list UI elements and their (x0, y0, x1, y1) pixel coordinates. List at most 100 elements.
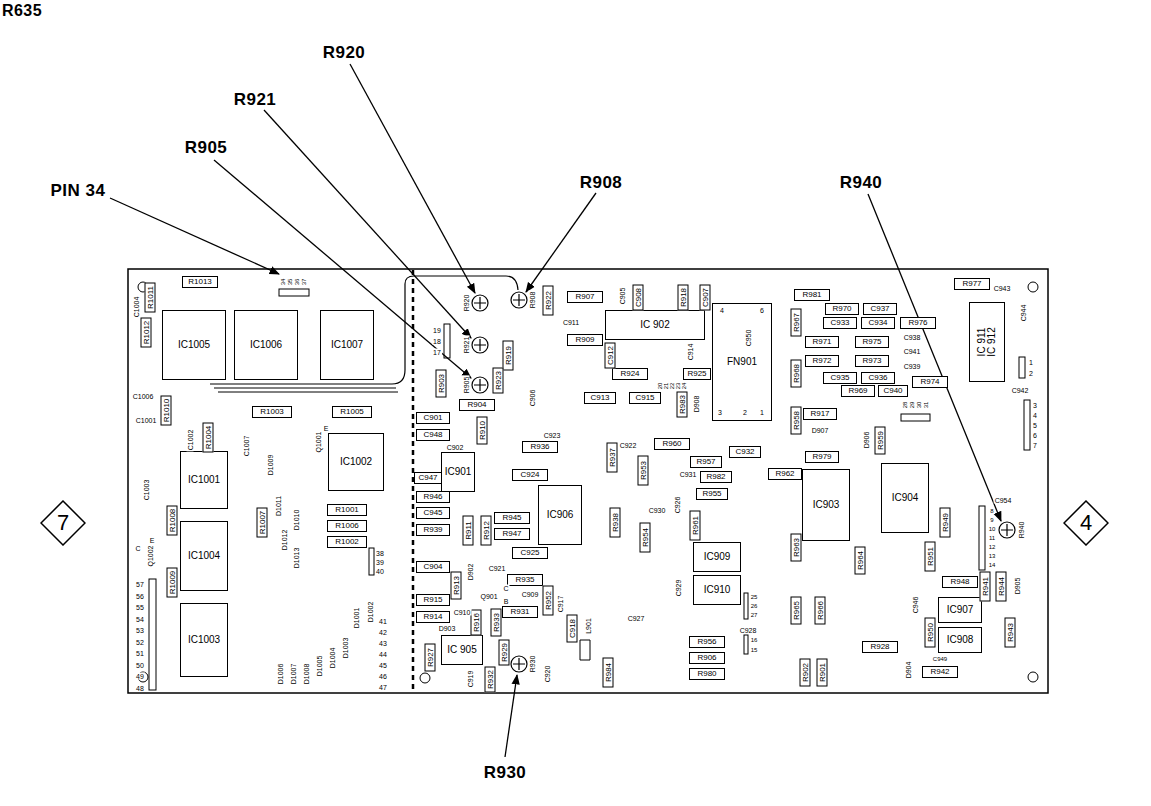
component-box: C947 (414, 472, 442, 484)
part-name: R953 (639, 460, 647, 479)
component-box: R1010 (161, 395, 172, 425)
part-name: IC1002 (340, 457, 372, 467)
component-label: C930 (648, 507, 667, 514)
pin-number: 24 (681, 382, 687, 391)
component-box: R942 (922, 666, 958, 678)
component-box: R927 (425, 643, 436, 671)
ic-chip: IC904 (881, 463, 929, 533)
pin-number: 38 (375, 550, 385, 557)
pin-number: 9 (989, 517, 994, 523)
component-box: R946 (416, 491, 450, 503)
ic-chip: IC910 (693, 575, 741, 605)
component-box: R909 (567, 334, 603, 346)
part-name: R913 (452, 575, 460, 594)
part-name: R983 (678, 394, 686, 413)
part-name: C948 (423, 431, 442, 439)
part-name: C904 (423, 563, 442, 571)
part-name: R965 (792, 600, 800, 619)
component-label: C923 (543, 432, 562, 439)
pin-number: 10 (988, 526, 997, 532)
pin-number: 52 (135, 638, 145, 645)
component-box: R971 (805, 336, 839, 348)
part-name: R933 (492, 612, 500, 631)
pin-number: 36 (294, 278, 300, 287)
component-box: C924 (512, 469, 548, 481)
trim-pot (474, 379, 486, 391)
component-box: C901 (416, 412, 450, 424)
part-name: 4 (1080, 512, 1092, 534)
component-label: D1010 (293, 509, 300, 532)
component-label: C1001 (135, 417, 158, 424)
part-name: R948 (950, 578, 969, 586)
component-box: R969 (841, 385, 875, 397)
component-box: R1001 (327, 504, 367, 516)
pin-number: 53 (135, 627, 145, 634)
component-box: R929 (499, 639, 510, 665)
part-name: R923 (494, 370, 502, 389)
component-box: R945 (494, 512, 530, 524)
pin-header (744, 635, 748, 654)
part-name: R961 (691, 515, 699, 534)
leader-line (214, 160, 471, 378)
ic-chip: IC907 (938, 597, 982, 623)
board-outline (128, 269, 1048, 693)
component-label: D1003 (342, 637, 349, 660)
component-label: C905 (619, 287, 626, 306)
part-name: C947 (418, 474, 437, 482)
pin-number: 25 (750, 594, 759, 600)
part-name: C912 (606, 345, 614, 364)
component-label: R921 (463, 336, 470, 355)
terminal-letter: E (149, 537, 156, 544)
part-name: R947 (502, 530, 521, 538)
component-box: R925 (683, 368, 711, 380)
pin-number: 1 (1028, 359, 1034, 366)
pin-number: 2 (1028, 370, 1034, 377)
component-label: D902 (467, 563, 474, 582)
pin-number: 43 (378, 640, 388, 647)
pin-number: 30 (916, 401, 922, 410)
part-name: R967 (792, 312, 800, 331)
part-name: R903 (437, 373, 445, 392)
part-name: R968 (792, 363, 800, 382)
pin-number: 4 (719, 307, 725, 314)
component-box: C915 (629, 392, 661, 404)
part-name: R950 (926, 622, 934, 641)
component-box: R960 (654, 438, 690, 450)
pin-number: 50 (135, 661, 145, 668)
part-name: R959 (876, 430, 884, 449)
part-name: IC1006 (250, 340, 282, 350)
part-name: R976 (908, 319, 927, 327)
part-name: R943 (1006, 622, 1014, 641)
component-box: C945 (416, 507, 450, 519)
component-label: C921 (488, 565, 507, 572)
component-box: R949 (940, 507, 951, 537)
component-box: C913 (584, 392, 616, 404)
ic-chip: IC903 (802, 469, 850, 541)
diamond-outline (1064, 501, 1108, 545)
component-label: C939 (903, 363, 922, 370)
component-label: D1009 (267, 454, 274, 477)
component-box: R902 (800, 658, 811, 686)
part-name: C925 (520, 549, 539, 557)
part-name: IC1004 (188, 551, 220, 561)
trim-pot (513, 658, 525, 670)
component-label: Q1001 (315, 430, 322, 453)
pin-number: 42 (378, 629, 388, 636)
component-box: C935 (823, 372, 857, 384)
part-name: R932 (486, 669, 494, 688)
component-box: R924 (612, 368, 648, 380)
pin-number: 44 (378, 651, 388, 658)
component-box: R1013 (182, 276, 218, 288)
component-box: R967 (791, 308, 802, 336)
component-box: R915 (416, 594, 450, 606)
component-box: R919 (503, 340, 514, 370)
part-name: R942 (930, 668, 949, 676)
component-label: C1006 (132, 393, 155, 400)
component-box: R911 (463, 515, 474, 545)
part-name: R1004 (204, 425, 212, 449)
component-label: D908 (693, 395, 700, 414)
component-box: R965 (791, 596, 802, 624)
component-box: R931 (502, 606, 538, 618)
part-name: IC904 (892, 493, 919, 503)
leader-line (110, 64, 1001, 757)
